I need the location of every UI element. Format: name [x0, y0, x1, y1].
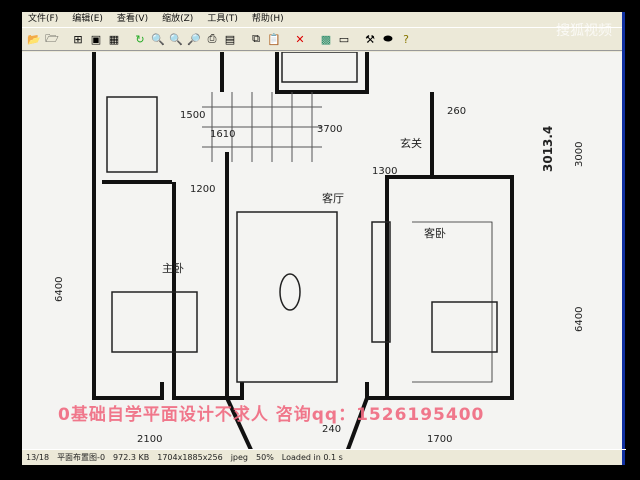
- floor-plan: 主卧 客厅 客卧 玄关 1500 1610 3700 260 3013.4 30…: [54, 52, 585, 450]
- folder-icon[interactable]: 🗁: [45, 31, 59, 45]
- image-viewer-window: 文件(F) 编辑(E) 查看(V) 缩放(Z) 工具(T) 帮助(H) 📂 🗁 …: [22, 12, 626, 465]
- room-living: 客厅: [322, 191, 344, 205]
- room-master-bedroom: 主卧: [162, 262, 184, 275]
- dim-label: 240: [322, 424, 341, 435]
- settings-icon[interactable]: ⬬: [383, 32, 393, 45]
- dim-label: 260: [447, 106, 466, 117]
- refresh-icon[interactable]: ↻: [135, 32, 145, 46]
- help-icon[interactable]: ?: [403, 32, 409, 46]
- bed-guest: [431, 301, 498, 353]
- dim-label: 3000: [574, 142, 585, 167]
- menu-tools[interactable]: 工具(T): [207, 14, 238, 24]
- menu-view[interactable]: 查看(V): [116, 14, 149, 24]
- floor-tiles: [202, 92, 322, 162]
- wall-top: [220, 52, 369, 94]
- delete-icon[interactable]: ✕: [295, 32, 305, 46]
- print-icon[interactable]: ⎙: [207, 32, 217, 45]
- dim-label: 6400: [54, 277, 65, 302]
- watermark-text: 0基础自学平面设计不求人 咨询qq：1526195400: [58, 405, 485, 425]
- properties-icon[interactable]: ▭: [338, 32, 350, 46]
- menu-bar: 文件(F) 编辑(E) 查看(V) 缩放(Z) 工具(T) 帮助(H): [22, 12, 622, 27]
- kitchen-counter: [281, 52, 358, 83]
- status-bar: 13/18 平面布置图-0 972.3 KB 1704x1885x256 jpe…: [22, 449, 626, 465]
- room-guest-bedroom: 客卧: [424, 226, 446, 240]
- zoom-in-icon[interactable]: 🔎: [187, 32, 201, 46]
- status-load: Loaded in 0.1 s: [281, 453, 343, 462]
- wall-bedroom-right: [172, 182, 244, 400]
- menu-zoom[interactable]: 缩放(Z): [162, 14, 194, 24]
- dim-label: 6400: [574, 307, 585, 332]
- thumbnail-icon[interactable]: ▦: [108, 32, 120, 46]
- menu-file[interactable]: 文件(F): [28, 14, 59, 24]
- status-format: jpeg: [230, 453, 249, 462]
- sohu-video-logo: 搜狐视频: [556, 23, 612, 39]
- room-entry: 玄关: [400, 136, 422, 150]
- status-dims: 1704x1885x256: [157, 453, 223, 462]
- dim-label: 3700: [317, 124, 342, 135]
- paste-icon[interactable]: 📋: [267, 32, 281, 46]
- open-icon[interactable]: 📂: [27, 32, 41, 46]
- status-index: 13/18: [26, 453, 50, 462]
- scan-icon[interactable]: ▤: [224, 32, 236, 46]
- wall-living: [225, 152, 369, 450]
- coffee-table: [279, 273, 301, 311]
- fullscreen-icon[interactable]: ▣: [90, 32, 102, 46]
- dimensions: 1500 1610 3700 260 3013.4 3000 1300 2100…: [54, 106, 585, 445]
- dim-label: 1300: [372, 166, 397, 177]
- living-rug: [236, 211, 338, 383]
- fit-icon[interactable]: ⊞: [73, 32, 83, 46]
- menu-help[interactable]: 帮助(H): [251, 14, 284, 24]
- tv-cabinet: [371, 221, 391, 343]
- status-file: 平面布置图-0: [57, 453, 106, 462]
- dim-label: 1700: [427, 434, 452, 445]
- image-icon[interactable]: ▩: [320, 32, 332, 46]
- dim-label: 3013.4: [541, 126, 555, 172]
- status-zoom: 50%: [256, 453, 274, 462]
- dim-label: 1500: [180, 110, 205, 121]
- dim-label: 2100: [137, 434, 162, 445]
- wall-guest: [365, 175, 514, 400]
- status-size: 972.3 KB: [113, 453, 150, 462]
- menu-edit[interactable]: 编辑(E): [72, 14, 103, 24]
- bed-master: [111, 291, 198, 353]
- tools-icon[interactable]: ⚒: [365, 32, 375, 46]
- zoom-out-icon[interactable]: 🔍: [151, 32, 165, 46]
- plan-labels: 主卧 客厅 客卧 玄关: [162, 136, 446, 275]
- image-view[interactable]: 主卧 客厅 客卧 玄关 1500 1610 3700 260 3013.4 30…: [22, 52, 622, 450]
- copy-icon[interactable]: ⧉: [252, 32, 260, 45]
- wall-left: [92, 52, 164, 400]
- toolbar: 📂 🗁 ⊞ ▣ ▦ ↻ 🔍 🔍 🔎 ⎙ ▤ ⧉ 📋 ✕ ▩ ▭ ⚒ ⬬ ?: [22, 27, 622, 51]
- bathroom: [106, 96, 158, 173]
- dim-label: 1610: [210, 129, 235, 140]
- zoom-icon[interactable]: 🔍: [169, 32, 183, 46]
- dim-label: 1200: [190, 184, 215, 195]
